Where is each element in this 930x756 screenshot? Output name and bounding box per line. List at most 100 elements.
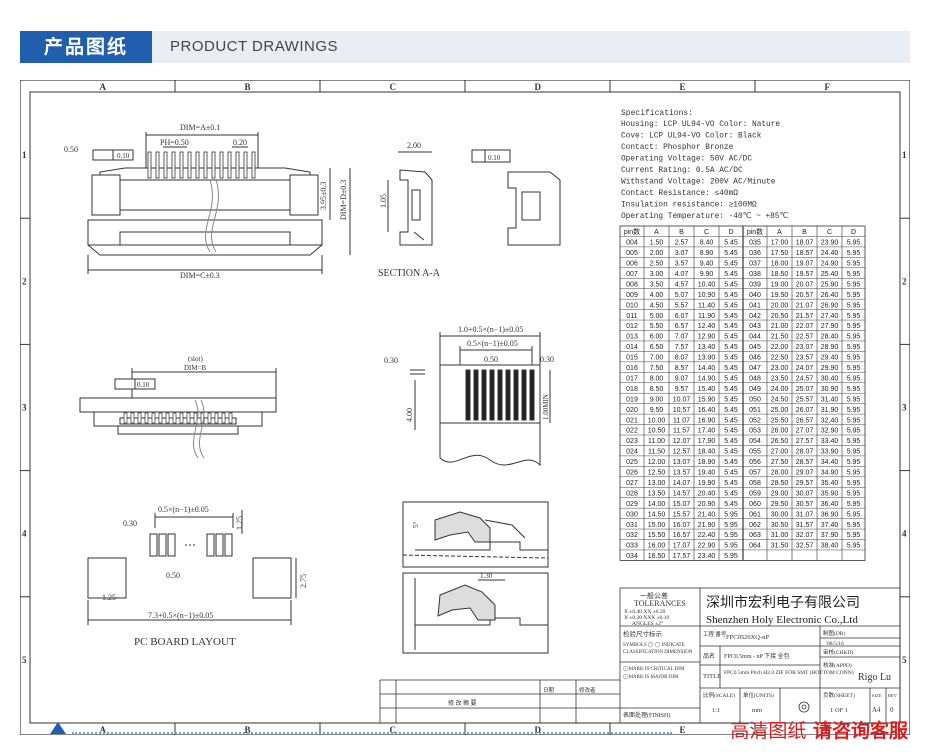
table-cell: 5.45 xyxy=(724,250,738,257)
tol-cn: 一般公差 xyxy=(640,591,668,600)
table-cell: 5.95 xyxy=(724,522,738,529)
table-cell: 22.00 xyxy=(771,344,789,351)
table-header-cell: C xyxy=(827,229,832,236)
table-cell: 5.95 xyxy=(847,271,861,278)
table-cell: 12.90 xyxy=(698,334,716,341)
table-cell: 006 xyxy=(626,261,638,268)
fpc-dim-030: 0.30 xyxy=(384,356,398,365)
table-cell: 1.50 xyxy=(650,240,664,247)
table-cell: 058 xyxy=(749,480,761,487)
table-cell: 053 xyxy=(749,428,761,435)
rev-summary-label: 修 改 摘 要 xyxy=(448,699,477,707)
table-cell: 028 xyxy=(626,490,638,497)
dim-395-label: 3.95±0.3 xyxy=(319,182,328,210)
footer-contact[interactable]: 高清图纸 请咨询客服 xyxy=(730,716,908,743)
dim-050-label: 0.50 xyxy=(64,145,78,154)
table-cell: 012 xyxy=(626,323,638,330)
grid-row-right: 3 xyxy=(902,403,907,413)
name-label: 品名 xyxy=(703,652,715,660)
table-cell: 24.90 xyxy=(821,261,839,268)
table-header-cell: B xyxy=(802,229,807,236)
grid-col-top: F xyxy=(825,82,831,92)
table-cell: 5.57 xyxy=(675,302,689,309)
tol-010-label: 0.10 xyxy=(117,152,130,160)
table-cell: 057 xyxy=(749,470,761,477)
table-cell: 9.50 xyxy=(650,407,664,414)
table-cell: 31.40 xyxy=(821,396,839,403)
table-cell: 31.90 xyxy=(821,407,839,414)
table-cell: 5.95 xyxy=(724,511,738,518)
table-cell: 10.90 xyxy=(698,292,716,299)
table-header-cell: pin数 xyxy=(624,227,640,236)
table-cell: 32.40 xyxy=(821,417,839,424)
pcb-dim-030: 0.30 xyxy=(123,519,137,528)
dim-105-label: 1.05 xyxy=(379,194,388,208)
table-cell: 8.40 xyxy=(700,240,714,247)
table-cell: 8.57 xyxy=(675,365,689,372)
pcb-dim-top: 0.5×(n−1)±0.05 xyxy=(158,505,209,514)
critical-mark: ◯MARK IS CRITICAL DIM xyxy=(623,666,685,672)
table-cell: 35.40 xyxy=(821,480,839,487)
grid-markers xyxy=(20,80,910,735)
table-cell: 5.95 xyxy=(847,281,861,288)
table-cell: 5.95 xyxy=(847,543,861,550)
table-cell: 19.90 xyxy=(698,480,716,487)
table-cell: 34.90 xyxy=(821,470,839,477)
grid-row-left: 1 xyxy=(22,150,27,160)
table-header-cell: pin数 xyxy=(747,227,763,236)
table-cell: 2.00 xyxy=(650,250,664,257)
table-cell: 017 xyxy=(626,375,638,382)
table-cell: 5.95 xyxy=(724,543,738,550)
appd-name: Rigo Lu xyxy=(858,672,891,683)
table-cell: 24.07 xyxy=(796,365,814,372)
table-cell: 37.90 xyxy=(821,532,839,539)
fpc-dim-mid: 0.5×(n−1)±0.05 xyxy=(467,339,518,348)
detail-angle: 5° xyxy=(412,522,420,529)
table-cell: 38.40 xyxy=(821,543,839,550)
tol-line-2: X ±0.30 XXX ±0.10 xyxy=(624,615,670,621)
table-cell: 3.50 xyxy=(650,281,664,288)
table-cell: 13.90 xyxy=(698,355,716,362)
table-cell: 11.50 xyxy=(648,449,665,456)
table-cell: 059 xyxy=(749,490,761,497)
table-cell: 5.45 xyxy=(724,396,738,403)
slot-label: (slot) xyxy=(188,355,203,363)
table-cell: 21.90 xyxy=(698,522,716,529)
table-cell: 26.90 xyxy=(821,302,839,309)
table-cell: 060 xyxy=(749,501,761,508)
table-cell: 13.00 xyxy=(648,480,666,487)
table-cell: 2.57 xyxy=(675,240,689,247)
table-cell: 10.40 xyxy=(698,281,716,288)
table-cell: 5.07 xyxy=(675,292,689,299)
title-value: FPC0.5mm Pitch H2.0 ZIF FOR SMT (BOTTOM … xyxy=(724,669,854,676)
tol-line-1: X ±0.40 XX ±0.20 xyxy=(624,609,666,615)
table-cell: 27.00 xyxy=(771,449,789,456)
dim-a-label: DIM=A±0.1 xyxy=(180,123,220,132)
table-cell: 009 xyxy=(626,292,638,299)
units-value: mm xyxy=(752,707,762,714)
table-cell: 30.00 xyxy=(771,511,789,518)
table-cell: 6.50 xyxy=(650,344,664,351)
table-cell: 062 xyxy=(749,522,761,529)
table-cell: 041 xyxy=(749,302,761,309)
table-cell: 31.57 xyxy=(796,522,814,529)
table-cell: 9.90 xyxy=(700,271,714,278)
dim-c-label: DIM=C±0.3 xyxy=(180,271,220,280)
rev-date-label: 日期 xyxy=(543,687,555,694)
table-cell: 044 xyxy=(749,334,761,341)
table-cell: 27.57 xyxy=(796,438,814,445)
table-cell: 6.07 xyxy=(675,313,689,320)
table-cell: 14.50 xyxy=(648,511,666,518)
table-cell: 024 xyxy=(626,449,638,456)
fpc-view xyxy=(410,332,551,467)
table-cell: 061 xyxy=(749,511,761,518)
table-cell: 008 xyxy=(626,281,638,288)
table-cell: 26.07 xyxy=(796,407,814,414)
table-cell: 022 xyxy=(626,428,638,435)
footer-text-left: 高清图纸 xyxy=(730,720,807,742)
table-cell: 5.45 xyxy=(724,438,738,445)
grid-col-bottom: E xyxy=(680,725,686,735)
